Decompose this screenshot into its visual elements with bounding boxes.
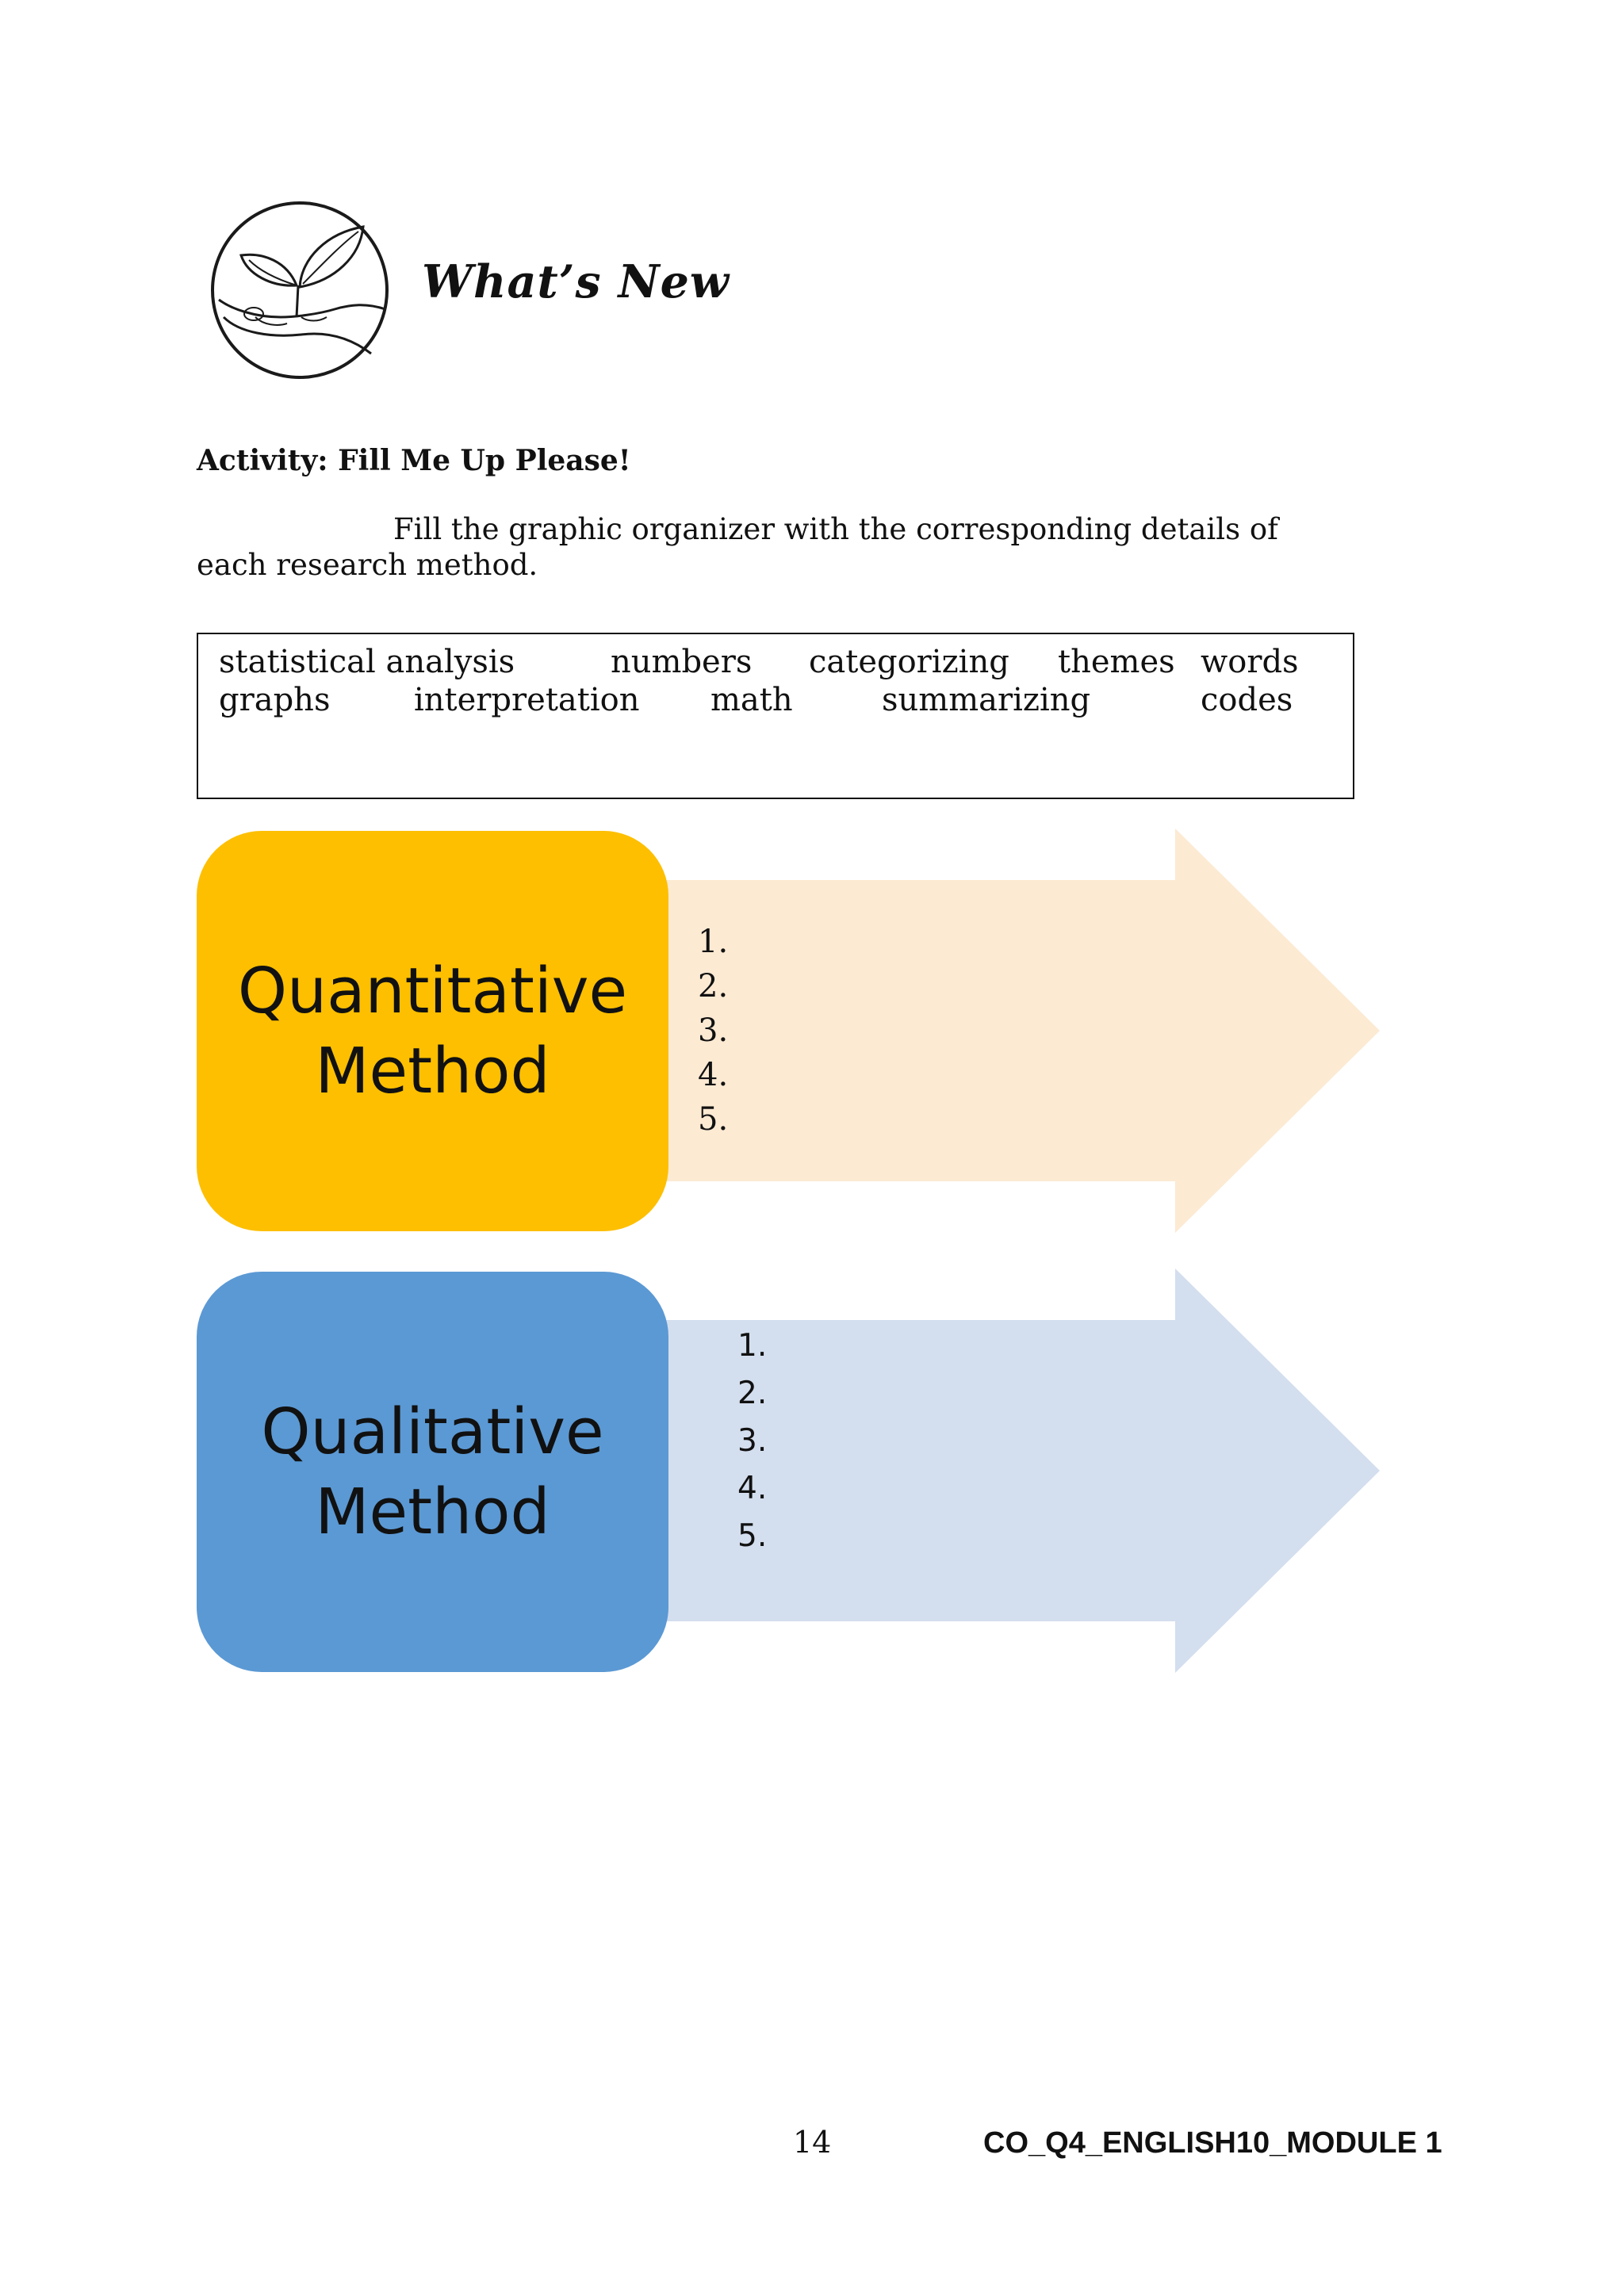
list-item: 2. bbox=[698, 968, 729, 1004]
list-item: 4. bbox=[737, 1471, 768, 1506]
qualitative-label-line1: Qualitative bbox=[261, 1395, 604, 1468]
word-bank-item: graphs bbox=[219, 682, 331, 718]
word-bank-item: summarizing bbox=[882, 682, 1091, 718]
list-item: 5. bbox=[698, 1101, 729, 1138]
word-bank-item: categorizing bbox=[809, 644, 1009, 680]
list-item: 4. bbox=[698, 1057, 729, 1093]
activity-instructions: Fill the graphic organizer with the corr… bbox=[197, 512, 1278, 582]
hands-holding-seedling-icon bbox=[208, 198, 392, 382]
word-bank-item: statistical analysis bbox=[219, 644, 515, 680]
quantitative-arrow-shape bbox=[650, 828, 1380, 1233]
list-item: 2. bbox=[737, 1376, 768, 1411]
word-bank-item: codes bbox=[1201, 682, 1293, 718]
quantitative-method-box: Quantitative Method bbox=[197, 831, 668, 1231]
list-item: 1. bbox=[737, 1328, 768, 1364]
module-code: CO_Q4_ENGLISH10_MODULE 1 bbox=[983, 2126, 1442, 2160]
qualitative-method-box: Qualitative Method bbox=[197, 1272, 668, 1672]
word-bank: statistical analysis numbers categorizin… bbox=[197, 633, 1354, 799]
section-title: What’s New bbox=[422, 255, 730, 308]
qualitative-label-line2: Method bbox=[315, 1475, 550, 1548]
word-bank-item: math bbox=[710, 682, 793, 718]
list-item: 5. bbox=[737, 1518, 768, 1554]
quantitative-label-line2: Method bbox=[315, 1034, 550, 1108]
list-item: 3. bbox=[737, 1423, 768, 1459]
activity-title: Activity: Fill Me Up Please! bbox=[197, 444, 631, 477]
qualitative-arrow-shape bbox=[650, 1269, 1380, 1673]
quantitative-label-line1: Quantitative bbox=[237, 954, 628, 1027]
qualitative-answer-list: 1. 2. 3. 4. 5. bbox=[737, 1322, 767, 1560]
word-bank-item: numbers bbox=[611, 644, 753, 680]
word-bank-item: interpretation bbox=[414, 682, 640, 718]
list-item: 3. bbox=[698, 1012, 729, 1049]
qualitative-arrow bbox=[650, 1269, 1380, 1673]
word-bank-item: themes bbox=[1058, 644, 1175, 680]
quantitative-answer-list: 1. 2. 3. 4. 5. bbox=[698, 920, 728, 1142]
word-bank-item: words bbox=[1201, 644, 1299, 680]
quantitative-arrow bbox=[650, 828, 1380, 1233]
list-item: 1. bbox=[698, 924, 729, 960]
page-number: 14 bbox=[793, 2125, 832, 2160]
